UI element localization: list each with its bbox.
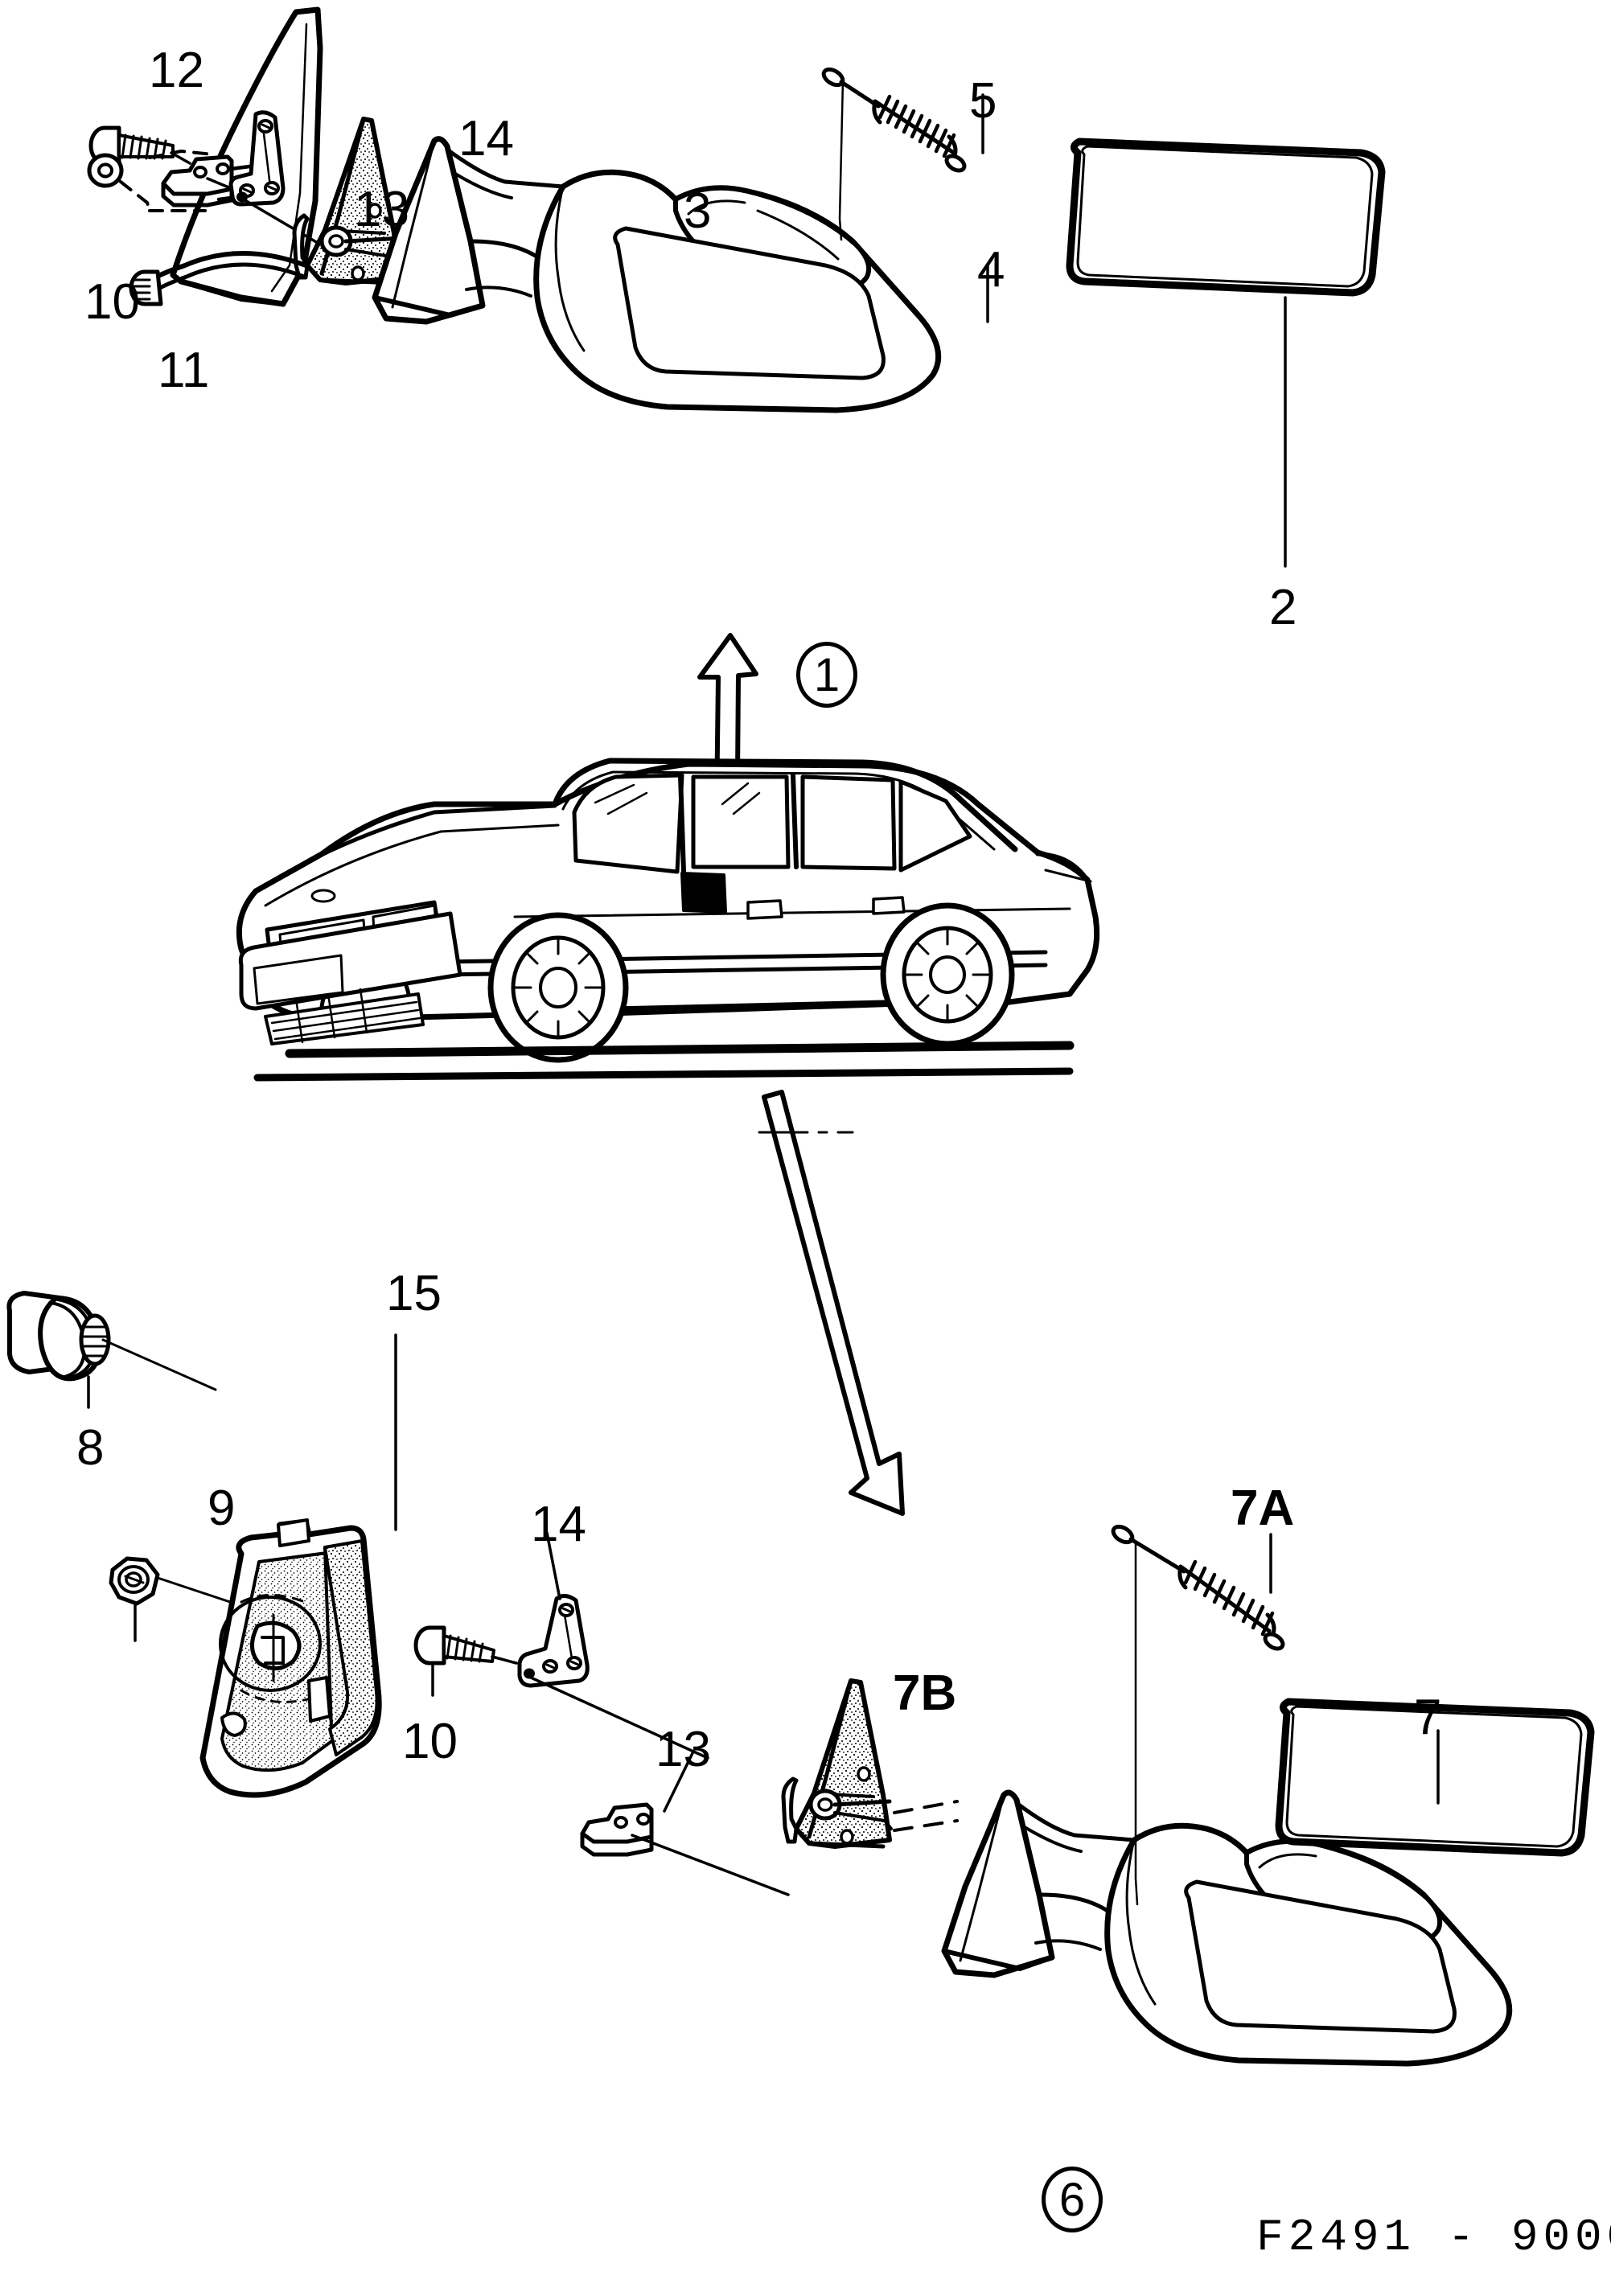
part-6-mirror-body-right xyxy=(941,1789,1513,2067)
leader-13-bottom-axis xyxy=(631,1834,790,1896)
part-8-grommet xyxy=(6,1291,111,1382)
part-9-hex-nut xyxy=(109,1556,160,1606)
part-14-plate-top xyxy=(228,110,286,207)
callout-12: 12 xyxy=(149,43,204,98)
callout-9: 9 xyxy=(208,1481,236,1536)
part-5-spring-top xyxy=(821,67,967,173)
callout-7: 7 xyxy=(1414,1690,1442,1745)
callout-arrow-down xyxy=(762,1090,905,1516)
callout-14-top: 14 xyxy=(458,111,514,166)
callout-10-bot: 10 xyxy=(402,1714,458,1769)
part-1-mirror-body-left xyxy=(372,136,942,413)
leader-5-ext xyxy=(838,79,845,241)
callout-2: 2 xyxy=(1269,580,1297,635)
balloon-6: 6 xyxy=(1042,2167,1103,2232)
part-3-base-gasket-left xyxy=(292,117,405,285)
leader-14-bottom xyxy=(545,1531,561,1600)
balloon-1: 1 xyxy=(796,642,857,708)
callout-13-bot: 13 xyxy=(655,1722,711,1777)
part-2-mirror-glass-left xyxy=(1066,138,1386,297)
callout-14-bot: 14 xyxy=(531,1497,586,1552)
callout-15: 15 xyxy=(386,1266,442,1321)
part-10-screw-bottom xyxy=(413,1625,518,1666)
callout-13-top: 13 xyxy=(354,182,409,237)
callout-11: 11 xyxy=(158,343,210,398)
leader-13-bottom xyxy=(663,1750,695,1813)
part-13-bracket-bottom xyxy=(580,1802,654,1857)
leader-8-axis xyxy=(101,1338,217,1391)
assembly-dashed-lines xyxy=(893,1800,959,1832)
vehicle-illustration xyxy=(236,758,1100,1082)
callout-8: 8 xyxy=(76,1420,105,1476)
callout-5: 5 xyxy=(969,73,997,129)
callout-7b: 7B xyxy=(893,1666,957,1721)
wire-harness-connector-top xyxy=(129,251,308,306)
part-14-plate-bottom xyxy=(517,1594,590,1688)
callout-3: 3 xyxy=(684,183,712,239)
part-7a-spring-bottom xyxy=(1111,1524,1285,1651)
part-7b-base-gasket-right xyxy=(781,1678,893,1849)
callout-10-top: 10 xyxy=(84,274,140,330)
leader-14-top xyxy=(242,198,323,247)
part-11-washer xyxy=(87,153,124,188)
callout-4: 4 xyxy=(977,242,1005,298)
hidden-edge-dashes xyxy=(119,150,215,212)
leader-7a-ext xyxy=(1134,1542,1139,1906)
figure-code: F2491 - 9000 xyxy=(1256,2212,1611,2263)
leader-14-bottom-axis xyxy=(529,1676,709,1760)
callout-7a: 7A xyxy=(1231,1481,1295,1536)
part-7-mirror-glass-right xyxy=(1275,1698,1595,1857)
part-15-sail-panel xyxy=(199,1518,382,1798)
